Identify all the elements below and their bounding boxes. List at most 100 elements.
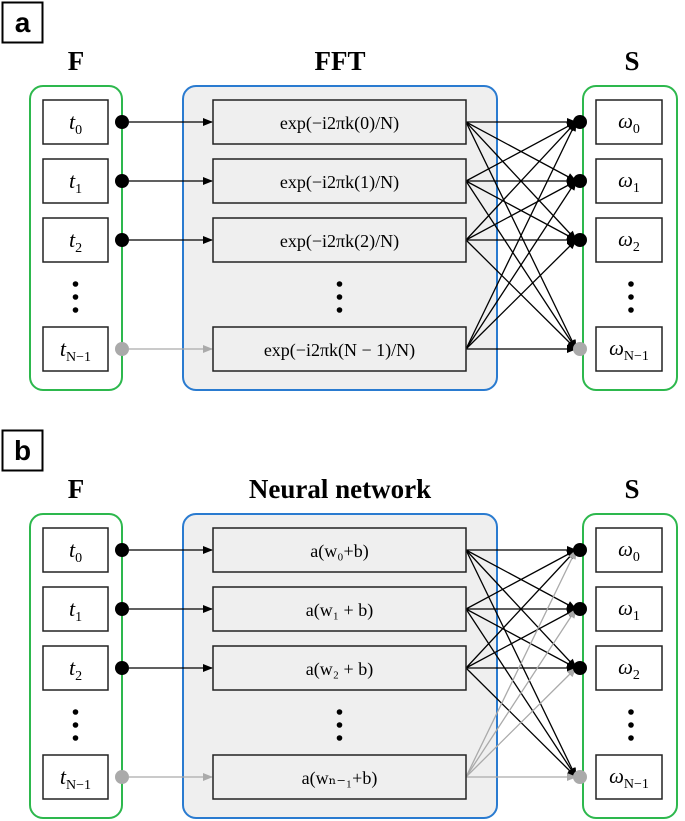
- input-symbol: t: [69, 109, 76, 134]
- input-symbol: t: [69, 168, 76, 193]
- input-node-box: [42, 754, 109, 800]
- input-subscript: 0: [75, 123, 82, 138]
- input-subscript: 0: [75, 551, 82, 566]
- ellipsis-dot: [336, 281, 343, 287]
- output-symbol: ω: [618, 537, 633, 561]
- panel-label-box: [1, 1, 44, 44]
- output-node-box: [595, 586, 663, 632]
- input-node-box: [42, 217, 109, 263]
- input-port-dot: [115, 543, 129, 557]
- output-title: S: [624, 46, 639, 76]
- input-subscript: 2: [75, 669, 82, 684]
- input-subscript: N−1: [66, 350, 91, 365]
- output-symbol: ω: [609, 764, 624, 788]
- output-node-label: ω0: [618, 109, 640, 137]
- input-symbol: t: [69, 655, 76, 680]
- output-node-box: [595, 645, 663, 691]
- connection-line: [465, 121, 577, 241]
- input-subscript: N−1: [66, 778, 91, 793]
- process-node-box: [212, 158, 467, 204]
- output-port-dot: [573, 770, 587, 784]
- process-title: Neural network: [249, 474, 431, 504]
- connection-line: [465, 549, 577, 610]
- process-node-box: [212, 217, 467, 263]
- ellipsis-dot: [72, 722, 79, 728]
- output-node-label: ω2: [618, 227, 640, 255]
- output-node-box: [595, 158, 663, 204]
- output-node-label: ω2: [618, 655, 640, 683]
- input-node-box: [42, 326, 109, 372]
- output-port-dot: [573, 543, 587, 557]
- connection-line: [465, 549, 577, 778]
- input-symbol: t: [69, 227, 76, 252]
- output-symbol: ω: [618, 227, 633, 251]
- output-symbol: ω: [618, 596, 633, 620]
- output-subscript: 2: [633, 240, 640, 255]
- ellipsis-dot: [628, 294, 634, 300]
- ellipsis-dot: [336, 709, 343, 715]
- output-node-box: [595, 217, 663, 263]
- output-node-box: [595, 527, 663, 573]
- process-node-label: a(w₂ + b): [306, 659, 373, 680]
- output-symbol: ω: [609, 336, 624, 360]
- output-subscript: 1: [633, 609, 640, 624]
- ellipsis-dot: [628, 709, 634, 715]
- input-port-dot: [115, 770, 129, 784]
- output-node-label: ωN−1: [609, 336, 649, 364]
- output-node-box: [595, 99, 663, 145]
- ellipsis-dot: [628, 281, 634, 287]
- output-subscript: 0: [633, 550, 640, 565]
- input-port-dot: [115, 342, 129, 356]
- input-node-label: t2: [69, 655, 82, 684]
- output-node-box: [595, 754, 663, 800]
- process-node-box: [212, 99, 467, 145]
- ellipsis-dot: [336, 722, 343, 728]
- ellipsis-dot: [628, 735, 634, 741]
- ellipsis-dot: [628, 722, 634, 728]
- output-node-label: ω1: [618, 168, 640, 196]
- output-port-dot: [573, 115, 587, 129]
- input-node-label: t0: [69, 537, 82, 566]
- process-node-box: [212, 586, 467, 632]
- input-symbol: t: [69, 537, 76, 562]
- connection-line: [465, 239, 577, 350]
- connection-line: [465, 121, 577, 182]
- output-subscript: 0: [633, 122, 640, 137]
- input-node-box: [42, 586, 109, 632]
- input-port-dot: [115, 233, 129, 247]
- input-node-label: tN−1: [60, 764, 91, 793]
- panel-label: a: [15, 7, 31, 38]
- output-node-label: ω0: [618, 537, 640, 565]
- input-subscript: 1: [75, 610, 82, 625]
- input-port-dot: [115, 602, 129, 616]
- input-node-box: [42, 645, 109, 691]
- process-node-label: exp(−i2πk(0)/N): [280, 113, 399, 134]
- process-node-label: exp(−i2πk(N − 1)/N): [264, 340, 415, 361]
- input-node-label: t2: [69, 227, 82, 256]
- input-subscript: 1: [75, 182, 82, 197]
- input-node-label: t0: [69, 109, 82, 138]
- ellipsis-dot: [628, 307, 634, 313]
- process-title: FFT: [315, 46, 366, 76]
- output-subscript: 2: [633, 668, 640, 683]
- input-title: F: [68, 46, 85, 76]
- ellipsis-dot: [72, 307, 79, 313]
- ellipsis-dot: [72, 294, 79, 300]
- output-subscript: N−1: [624, 777, 649, 792]
- output-port-dot: [573, 602, 587, 616]
- connection-line: [465, 608, 577, 669]
- connection-line: [465, 121, 577, 350]
- connection-line: [465, 608, 577, 778]
- output-node-box: [595, 326, 663, 372]
- input-node-label: t1: [69, 596, 82, 625]
- output-port-dot: [573, 174, 587, 188]
- output-symbol: ω: [618, 655, 633, 679]
- process-node-label: a(wₙ₋₁+b): [302, 768, 378, 789]
- input-port-dot: [115, 174, 129, 188]
- connection-line: [465, 180, 577, 350]
- output-subscript: N−1: [624, 349, 649, 364]
- panel-label: b: [14, 435, 31, 466]
- ellipsis-dot: [72, 735, 79, 741]
